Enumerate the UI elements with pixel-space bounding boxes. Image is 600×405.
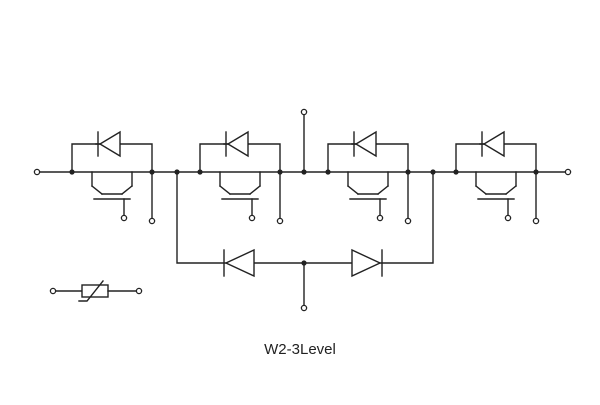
junction-dots [69,169,539,266]
igbt-cell-4 [455,130,537,219]
igbt-cell-3 [327,130,409,219]
igbt-cell-1 [71,130,153,219]
diagram-caption: W2-3Level [264,341,336,358]
ntc-thermistor [55,280,137,302]
igbt-cell-2 [199,130,281,219]
terminals [33,108,572,312]
clamp-diode-branch [176,171,434,306]
